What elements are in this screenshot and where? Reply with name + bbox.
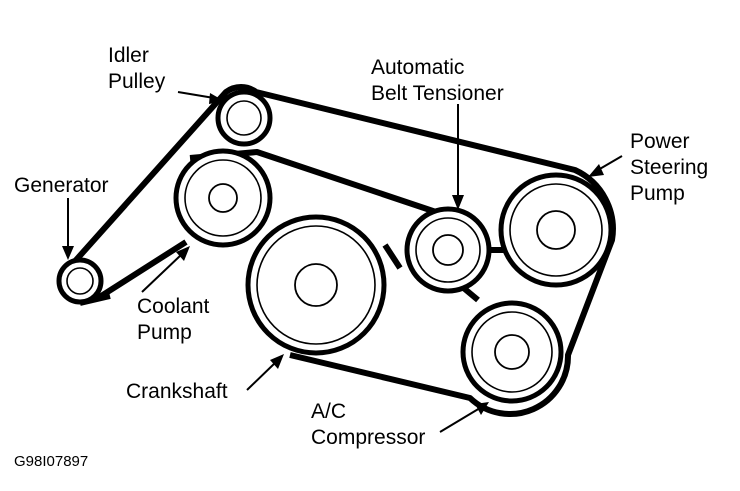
label-automatic-belt-tensioner: Automatic Belt Tensioner <box>371 56 504 105</box>
label-idler-pulley: Idler Pulley <box>108 44 166 93</box>
label-coolant-pump: Coolant Pump <box>137 295 215 344</box>
ac-compressor-pulley <box>460 300 564 404</box>
leader-crankshaft <box>246 354 284 391</box>
belt-coolant-to-tensioner <box>382 243 403 270</box>
power-steering-pulley <box>498 172 614 288</box>
coolant-pump-pulley <box>173 148 273 248</box>
label-power-steering-pump: Power Steering Pump <box>630 130 714 205</box>
idler-pulley <box>215 89 273 147</box>
leader-power-steering <box>588 155 623 177</box>
label-ac-compressor: A/C Compressor <box>311 400 425 449</box>
generator-pulley <box>56 257 104 305</box>
leader-coolant <box>141 246 190 293</box>
label-crankshaft: Crankshaft <box>126 380 228 403</box>
leader-generator <box>62 198 74 260</box>
leader-ac <box>439 402 489 433</box>
crankshaft-pulley <box>245 214 387 356</box>
belt-tensioner-pulley <box>404 206 492 294</box>
belt-inner-strand <box>96 149 510 303</box>
figure-code: G98I07897 <box>14 453 88 470</box>
label-generator: Generator <box>14 174 109 197</box>
leader-idler <box>177 91 224 104</box>
leader-tensioner <box>452 104 464 210</box>
